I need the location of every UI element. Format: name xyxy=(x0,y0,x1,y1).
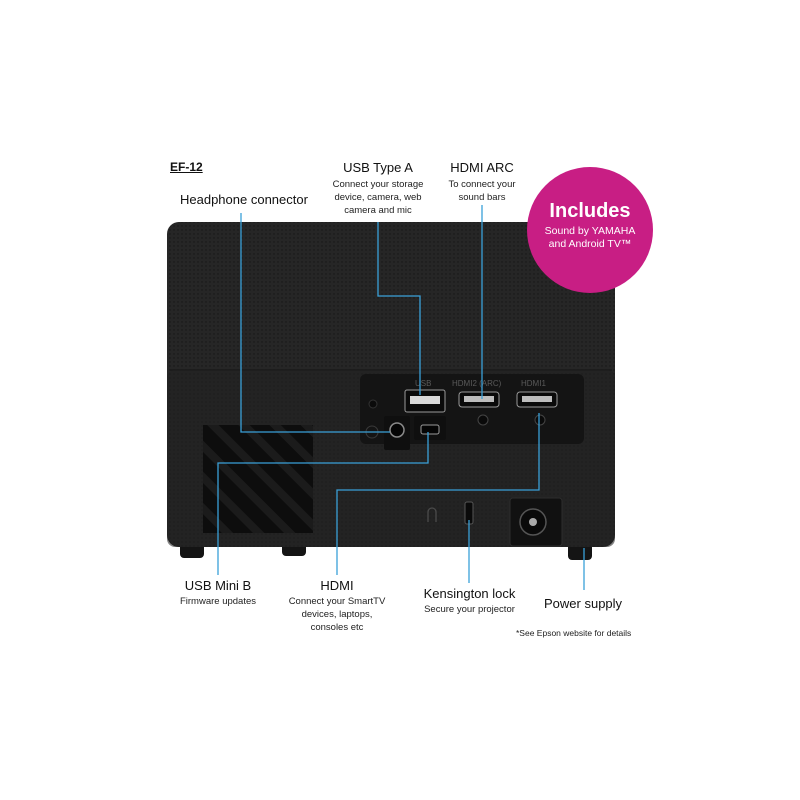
hdmi-arc-title: HDMI ARC xyxy=(450,160,514,175)
badge-title: Includes xyxy=(549,200,631,222)
headphone-title: Headphone connector xyxy=(180,192,308,207)
callout-line-usb-a xyxy=(377,222,421,395)
panel-usb-label: USB xyxy=(415,379,431,388)
badge-line-2: and Android TV™ xyxy=(548,238,632,250)
footnote: *See Epson website for details xyxy=(516,628,632,638)
model-label: EF-12 xyxy=(170,160,203,174)
hdmi-callout: HDMI Connect your SmartTV devices, lapto… xyxy=(282,578,392,634)
panel-hdmi2-label: HDMI2 (ARC) xyxy=(452,379,502,388)
hdmi-title: HDMI xyxy=(320,578,354,593)
kensington-desc-1: Secure your projector xyxy=(424,604,515,615)
usb-mini-b-desc-1: Firmware updates xyxy=(179,596,257,607)
usb-a-title: USB Type A xyxy=(343,160,413,175)
callout-line-hdmi xyxy=(336,413,540,575)
usb-a-desc-1: Connect your storage xyxy=(332,179,424,190)
hdmi-desc-2: devices, laptops, xyxy=(301,609,373,620)
usb-mini-b-port xyxy=(420,424,440,435)
usb-mini-b-title: USB Mini B xyxy=(184,578,252,593)
usb-a-desc-3: camera and mic xyxy=(344,205,412,216)
kensington-callout: Kensington lock Secure your projector xyxy=(412,586,527,616)
hdmi-arc-desc-1: To connect your xyxy=(448,179,516,190)
hdmi-arc-callout: HDMI ARC To connect your sound bars xyxy=(432,160,532,204)
badge-line-1: Sound by YAMAHA xyxy=(544,225,636,237)
hdmi-arc-desc-2: sound bars xyxy=(458,192,506,203)
headphone-port xyxy=(389,422,405,438)
hdmi-desc-3: consoles etc xyxy=(310,622,364,633)
power-title: Power supply xyxy=(544,596,623,611)
badge-subtitle: Sound by YAMAHA and Android TV™ xyxy=(527,225,653,251)
panel-hdmi1-label: HDMI1 xyxy=(521,379,546,388)
kensington-title: Kensington lock xyxy=(423,586,516,601)
usb-a-callout: USB Type A Connect your storage device, … xyxy=(318,160,438,217)
callout-line-headphone xyxy=(240,213,390,433)
hdmi-desc-1: Connect your SmartTV xyxy=(288,596,386,607)
usb-mini-b-callout: USB Mini B Firmware updates xyxy=(168,578,268,608)
callout-line-usb-mini-b xyxy=(217,432,429,575)
includes-badge: Includes Sound by YAMAHA and Android TV™ xyxy=(527,167,653,293)
speaker-grill xyxy=(203,425,313,533)
usb-a-desc-2: device, camera, web xyxy=(334,192,422,203)
